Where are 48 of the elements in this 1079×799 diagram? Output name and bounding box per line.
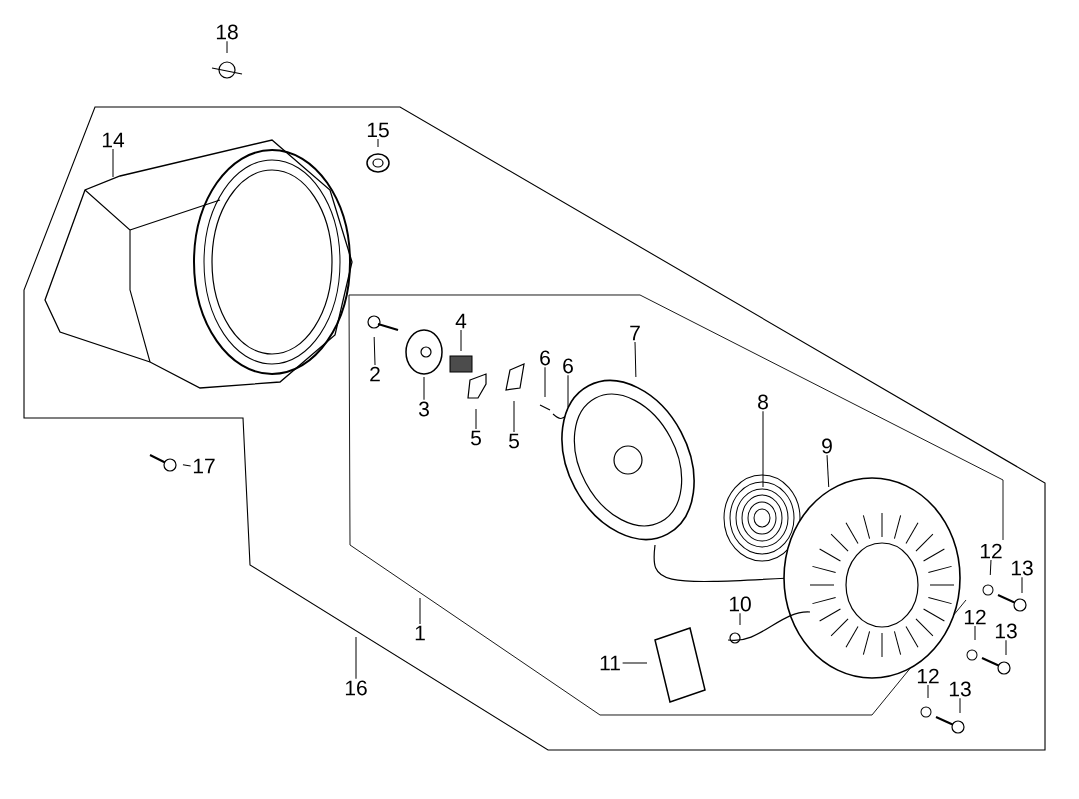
- leader-line: [927, 684, 929, 699]
- leader-line: [762, 410, 764, 488]
- callout-number: 17: [193, 458, 215, 474]
- callout-number: 7: [630, 325, 640, 341]
- callout-number: 18: [216, 24, 238, 40]
- callout-number: 6: [563, 358, 573, 374]
- leader-line: [974, 625, 976, 641]
- leader-line: [226, 40, 228, 54]
- callout-number: 13: [995, 623, 1017, 639]
- leader-line: [634, 341, 637, 378]
- callout-number: 13: [949, 681, 971, 697]
- callout-number: 12: [964, 609, 986, 625]
- callout-number: 3: [418, 401, 429, 417]
- leader-line: [377, 138, 379, 148]
- leader-line: [622, 662, 648, 664]
- leader-line: [112, 148, 114, 178]
- leader-line: [567, 374, 569, 408]
- leader-line: [513, 400, 515, 433]
- callout-number: 8: [758, 394, 768, 410]
- callout-number: 12: [917, 668, 939, 684]
- leader-line: [544, 366, 546, 398]
- callout-number: 2: [370, 366, 380, 382]
- leader-line: [826, 454, 830, 488]
- callout-number: 5: [509, 433, 519, 449]
- callout-number: 9: [822, 438, 832, 454]
- leader-line: [739, 612, 741, 626]
- callout-number: 16: [345, 680, 367, 696]
- leader-line: [423, 376, 425, 401]
- callout-number: 15: [367, 122, 389, 138]
- callout-number: 4: [455, 313, 467, 329]
- callout-number: 12: [980, 543, 1002, 559]
- leader-line: [373, 336, 376, 366]
- leader-line: [475, 408, 477, 430]
- callout-number: 6: [540, 350, 550, 366]
- callout-number: 13: [1011, 560, 1033, 576]
- leader-line: [460, 329, 462, 352]
- callout-number: 10: [729, 596, 751, 612]
- leader-line: [959, 697, 961, 714]
- leader-line: [182, 464, 192, 467]
- leader-line: [989, 559, 992, 576]
- callout-number: 1: [415, 625, 425, 641]
- leader-line: [1021, 576, 1023, 594]
- leader-line: [419, 597, 421, 625]
- leader-line: [355, 636, 357, 680]
- leader-line: [1005, 639, 1007, 656]
- callout-number: 5: [471, 430, 481, 446]
- callout-number: 14: [102, 132, 125, 148]
- callout-number: 11: [600, 655, 620, 671]
